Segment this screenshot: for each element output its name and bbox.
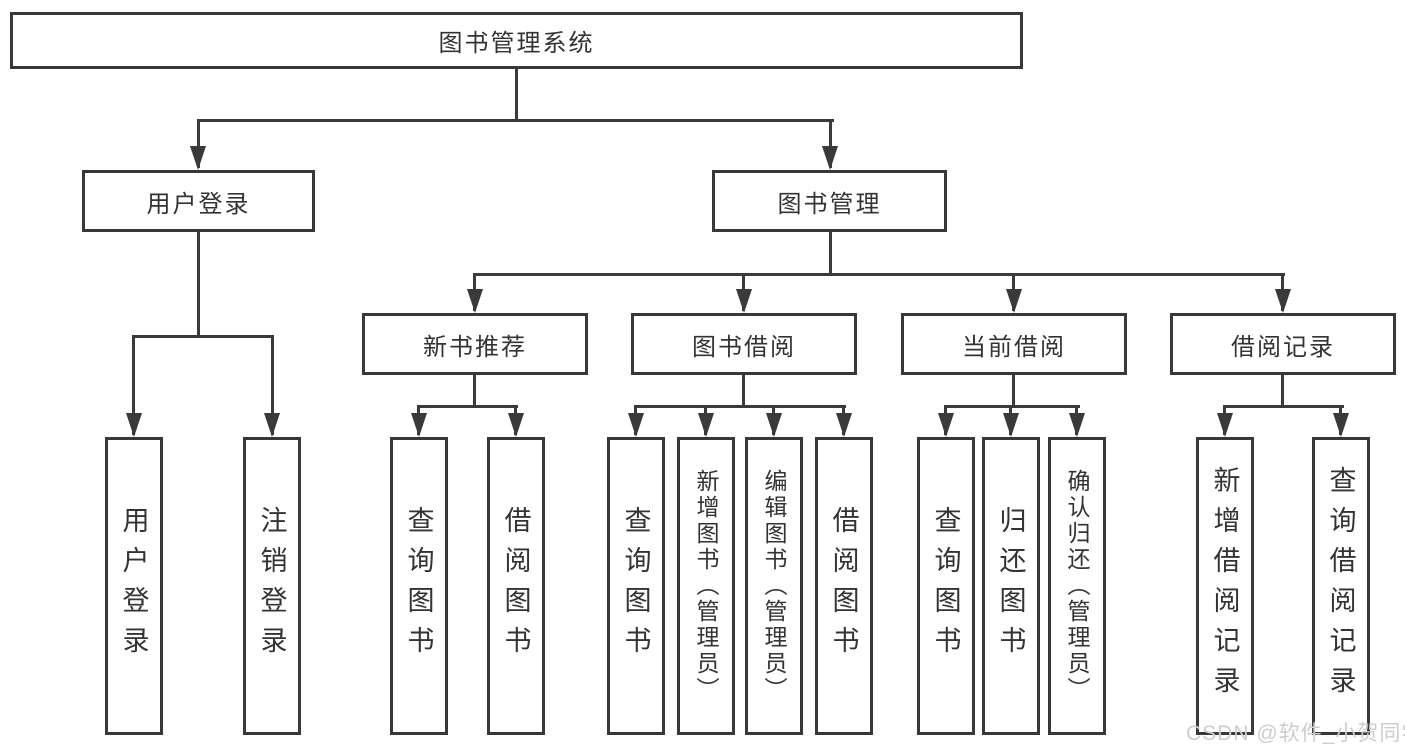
connector-v	[829, 119, 832, 168]
leaf-query-books-recommend: 查询图书	[390, 437, 448, 735]
connector-v	[515, 68, 518, 122]
connector-v	[1281, 375, 1284, 407]
connector-h	[473, 273, 1285, 276]
leaf-query-borrow-record: 查询借阅记录	[1312, 437, 1370, 735]
node-label: 查询图书	[930, 506, 961, 666]
arrowhead-icon	[766, 413, 782, 437]
node-label: 图书借阅	[692, 333, 796, 361]
arrowhead-icon	[1217, 413, 1233, 437]
leaf-return-books: 归还图书	[982, 437, 1040, 735]
arrowhead-icon	[938, 413, 954, 437]
leaf-add-borrow-record: 新增借阅记录	[1196, 437, 1254, 735]
connector-h	[634, 405, 846, 408]
arrowhead-icon	[467, 289, 483, 313]
node-current-borrowing: 当前借阅	[901, 313, 1127, 375]
connector-v	[197, 232, 200, 337]
node-library-system: 图书管理系统	[10, 12, 1023, 69]
connector-h	[132, 335, 274, 338]
node-label: 编辑图书（管理员）	[761, 469, 787, 703]
node-label: 注销登录	[256, 506, 287, 666]
arrowhead-icon	[126, 413, 142, 437]
node-label: 用户登录	[146, 190, 251, 218]
connector-v	[742, 375, 745, 407]
leaf-edit-books-admin: 编辑图书（管理员）	[745, 437, 803, 735]
leaf-confirm-return-admin: 确认归还（管理员）	[1048, 437, 1106, 735]
connector-h	[197, 119, 834, 122]
leaf-add-books-admin: 新增图书（管理员）	[677, 437, 735, 735]
arrowhead-icon	[736, 289, 752, 313]
arrowhead-icon	[822, 146, 838, 170]
connector-h	[944, 405, 1080, 408]
arrowhead-icon	[264, 413, 280, 437]
node-book-borrowing: 图书借阅	[631, 313, 857, 375]
node-label: 借阅图书	[500, 506, 531, 666]
leaf-logout: 注销登录	[243, 437, 301, 735]
leaf-user-login: 用户登录	[105, 437, 163, 735]
node-label: 当前借阅	[962, 333, 1066, 361]
arrowhead-icon	[411, 413, 427, 437]
connector-h	[1223, 405, 1344, 408]
connector-v	[473, 375, 476, 407]
arrowhead-icon	[1069, 413, 1085, 437]
connector-v	[271, 335, 274, 435]
node-label: 用户登录	[118, 506, 149, 666]
node-label: 图书管理系统	[438, 30, 595, 57]
node-label: 新增图书（管理员）	[693, 469, 719, 703]
arrowhead-icon	[508, 413, 524, 437]
arrowhead-icon	[1333, 413, 1349, 437]
node-label: 借阅图书	[828, 506, 859, 666]
leaf-borrow-books: 借阅图书	[815, 437, 873, 735]
connector-v	[197, 119, 200, 168]
node-label: 图书管理	[777, 190, 882, 218]
arrowhead-icon	[1006, 289, 1022, 313]
node-user-login: 用户登录	[82, 170, 315, 232]
csdn-watermark: CSDN @软件_小贺同学	[1186, 722, 1405, 745]
arrowhead-icon	[190, 146, 206, 170]
leaf-borrow-books-recommend: 借阅图书	[487, 437, 545, 735]
node-book-management: 图书管理	[712, 170, 947, 232]
connector-v	[829, 232, 832, 275]
connector-v	[132, 335, 135, 435]
node-label: 归还图书	[995, 506, 1026, 666]
arrowhead-icon	[1003, 413, 1019, 437]
node-label: 查询图书	[620, 506, 651, 666]
node-label: 借阅记录	[1231, 333, 1335, 361]
leaf-query-books-borrowing: 查询图书	[607, 437, 665, 735]
node-borrowing-records: 借阅记录	[1170, 313, 1396, 375]
arrowhead-icon	[836, 413, 852, 437]
node-label: 新增借阅记录	[1209, 466, 1240, 706]
arrowhead-icon	[628, 413, 644, 437]
arrowhead-icon	[698, 413, 714, 437]
arrowhead-icon	[1275, 289, 1291, 313]
node-new-book-recommend: 新书推荐	[362, 313, 588, 375]
node-label: 确认归还（管理员）	[1064, 469, 1090, 703]
leaf-query-books-current: 查询图书	[917, 437, 975, 735]
node-label: 查询图书	[403, 506, 434, 666]
node-label: 新书推荐	[423, 333, 527, 361]
node-label: 查询借阅记录	[1325, 466, 1356, 706]
connector-v	[1012, 375, 1015, 407]
connector-h	[417, 405, 518, 408]
